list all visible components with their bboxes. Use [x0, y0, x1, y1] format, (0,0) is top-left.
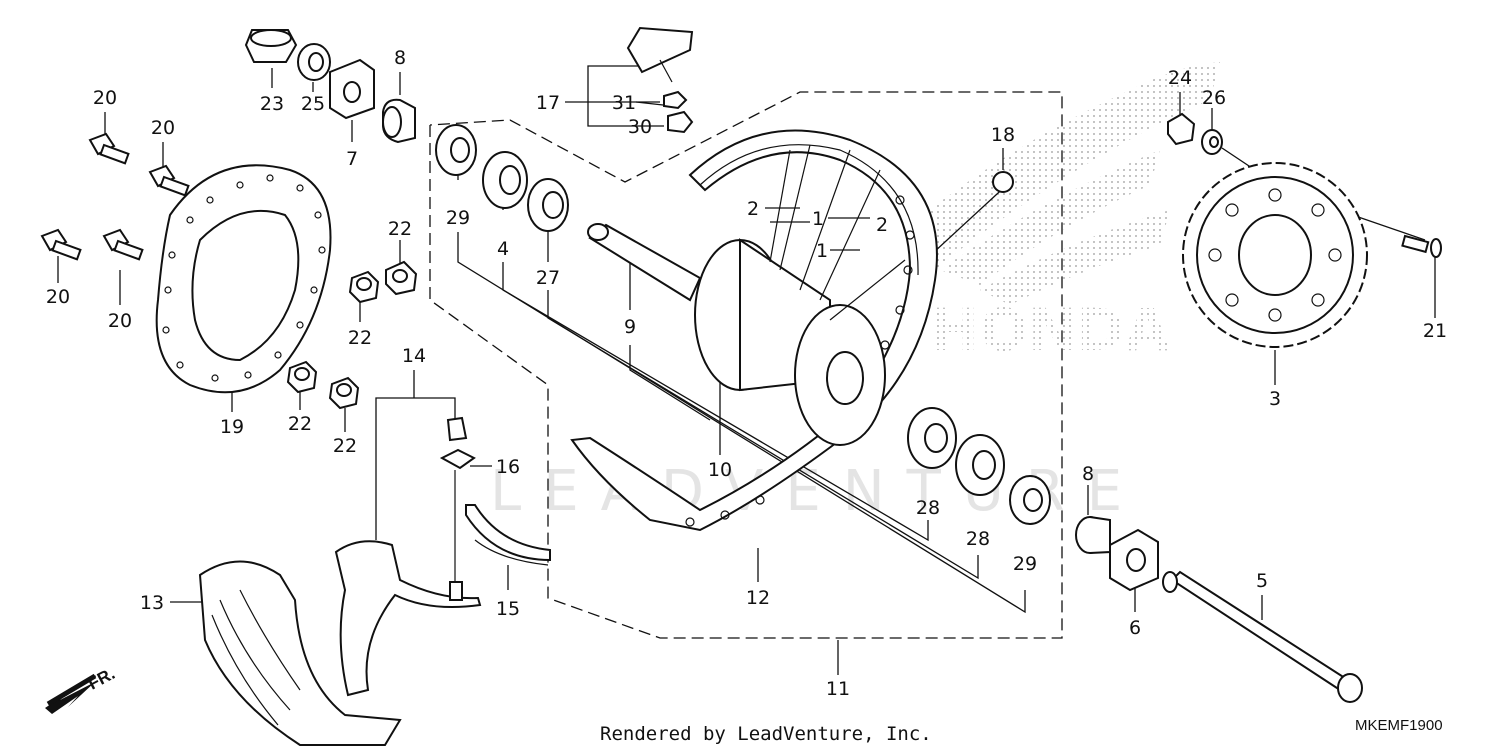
part-23-nut	[244, 29, 298, 63]
callout-13: 13	[140, 592, 164, 614]
callout-6: 6	[1129, 617, 1141, 639]
callout-22-a: 22	[348, 327, 372, 349]
callout-29-left: 29	[446, 207, 470, 229]
callout-31: 31	[612, 92, 636, 114]
callout-20-a: 20	[93, 87, 117, 109]
part-31-nut	[663, 90, 688, 110]
part-28-bearing-b	[955, 434, 1005, 496]
callout-30: 30	[628, 116, 652, 138]
part-20-bolt-b	[148, 164, 190, 197]
callout-16: 16	[496, 456, 520, 478]
callout-27: 27	[536, 267, 560, 289]
callout-1-b: 1	[816, 240, 828, 262]
callout-12: 12	[746, 587, 770, 609]
part-3-driven-sprocket	[1182, 162, 1368, 348]
callout-22-c: 22	[288, 413, 312, 435]
part-16-valve-nut	[439, 416, 476, 470]
part-7-adjuster	[329, 58, 375, 120]
fr-label: FR.	[85, 664, 118, 694]
part-20-bolt-d	[102, 228, 144, 261]
callout-7: 7	[346, 148, 358, 170]
part-5-rear-axle	[1162, 570, 1363, 703]
callout-1-a: 1	[812, 208, 824, 230]
callout-22-b: 22	[388, 218, 412, 240]
callout-19: 19	[220, 416, 244, 438]
part-29-seal-right	[1009, 475, 1051, 525]
front-direction-arrow: FR.	[45, 664, 118, 714]
part-22-nut-c	[286, 360, 318, 394]
part-10-rear-hub	[694, 238, 886, 446]
callout-24: 24	[1168, 67, 1192, 89]
part-4-hub-damper	[482, 151, 528, 209]
callout-22-d: 22	[333, 435, 357, 457]
honda-brand-watermark: HONDA	[930, 296, 1170, 364]
part-19-brake-disc	[155, 164, 332, 394]
part-22-nut-d	[328, 376, 360, 410]
part-20-bolt-c	[40, 228, 82, 261]
callout-8-left: 8	[394, 47, 406, 69]
part-17-rim-lock	[626, 26, 694, 83]
callout-15: 15	[496, 598, 520, 620]
callout-20-c: 20	[46, 286, 70, 308]
callout-28-a: 28	[916, 497, 940, 519]
part-6-adjuster	[1109, 528, 1159, 592]
part-13-tire	[198, 560, 402, 746]
callout-25: 25	[301, 93, 325, 115]
callout-8-right: 8	[1082, 463, 1094, 485]
callout-20-b: 20	[151, 117, 175, 139]
callout-5: 5	[1256, 570, 1268, 592]
part-1-2-spokes	[769, 144, 906, 321]
callout-28-b: 28	[966, 528, 990, 550]
part-24-nut	[1167, 112, 1196, 146]
part-14-inner-tube	[334, 470, 482, 697]
callout-21: 21	[1423, 320, 1447, 342]
part-27-bearing	[527, 178, 569, 232]
callout-20-d: 20	[108, 310, 132, 332]
callout-17: 17	[536, 92, 560, 114]
part-22-nut-b	[385, 260, 418, 296]
part-8-collar-right	[1075, 516, 1111, 554]
diagram-code: MKEMF1900	[1355, 717, 1443, 734]
part-25-washer	[297, 43, 331, 81]
part-18-spoke-nipple	[992, 171, 1014, 193]
callout-4: 4	[497, 238, 509, 260]
callout-14: 14	[402, 345, 426, 367]
part-29-seal-left	[435, 124, 477, 176]
footer-credit: Rendered by LeadVenture, Inc.	[600, 723, 932, 745]
part-30-nut	[667, 110, 694, 134]
callout-26: 26	[1202, 87, 1226, 109]
callout-29-right: 29	[1013, 553, 1037, 575]
callout-9: 9	[624, 316, 636, 338]
part-21-sprocket-bolt	[1401, 234, 1442, 258]
callout-11: 11	[826, 678, 850, 700]
part-22-nut-a	[348, 270, 380, 304]
callout-10: 10	[708, 459, 732, 481]
wheel-assembly-frame	[429, 91, 1063, 639]
part-20-bolt-a	[88, 132, 130, 165]
part-26-washer	[1201, 129, 1223, 155]
callout-3: 3	[1269, 388, 1281, 410]
callout-2-a: 2	[747, 198, 759, 220]
part-9-distance-collar	[587, 223, 702, 302]
callout-labels: 23 25 8 7 20 20 20 20 19 22 22 22 22 14 …	[46, 47, 1447, 700]
honda-wing-watermark: HONDA	[905, 62, 1220, 364]
part-15-rim-band	[465, 504, 551, 566]
callout-2-b: 2	[876, 214, 888, 236]
callout-18: 18	[991, 124, 1015, 146]
callout-23: 23	[260, 93, 284, 115]
part-8-collar-left	[382, 98, 416, 144]
part-28-bearing-a	[907, 407, 957, 469]
